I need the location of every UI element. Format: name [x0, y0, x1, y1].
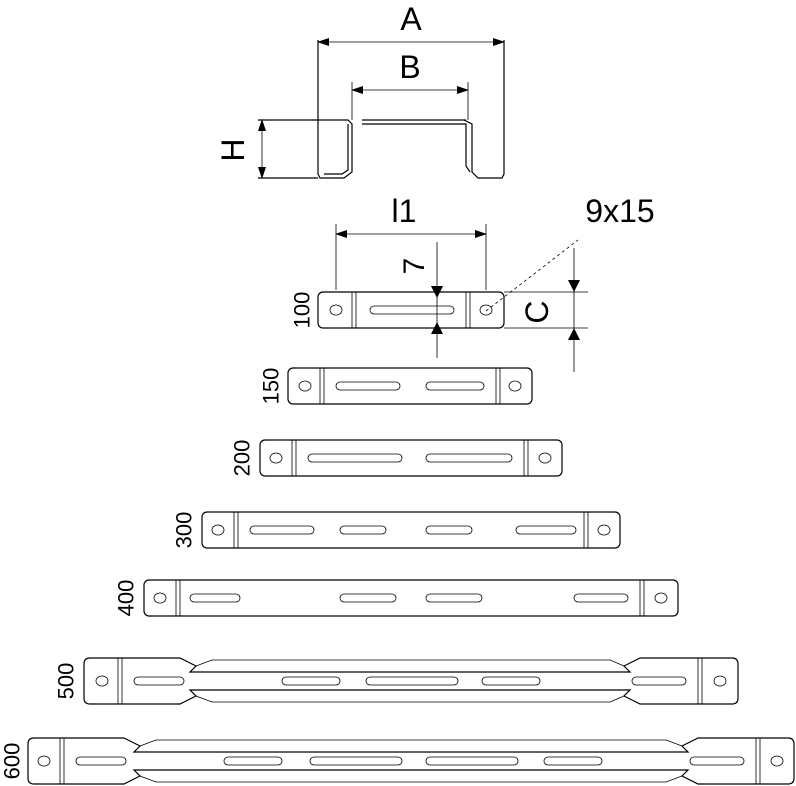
bracket-300: 300: [172, 511, 621, 549]
bracket-body: [27, 737, 795, 785]
mounting-hole: [329, 304, 343, 316]
size-label-600: 600: [0, 743, 25, 780]
bracket-150: 150: [259, 367, 533, 405]
size-label-200: 200: [230, 440, 255, 477]
mounting-hole: [508, 380, 522, 392]
profile-view: A B H: [215, 1, 505, 179]
dimension-h-label: H: [215, 138, 251, 161]
size-label-500: 500: [54, 663, 79, 700]
slot: [189, 593, 241, 603]
mounting-hole: [37, 755, 51, 767]
slot: [543, 756, 603, 766]
size-label-400: 400: [114, 580, 139, 617]
slot: [365, 676, 459, 686]
mounting-hole: [95, 675, 109, 687]
bracket-100: 100: [290, 291, 505, 329]
profile-outline: [258, 40, 505, 179]
slot: [335, 381, 401, 391]
slot: [281, 676, 341, 686]
slot: [515, 525, 577, 535]
bracket-400: 400: [114, 579, 679, 617]
dimension-a-label: A: [400, 1, 422, 37]
mounting-hole: [538, 452, 552, 464]
dimension-7-label: 7: [398, 258, 431, 275]
mounting-hole: [298, 380, 312, 392]
dimension-7-arrows: [431, 286, 443, 334]
bracket-200: 200: [230, 439, 563, 477]
mounting-hole: [713, 675, 727, 687]
bracket-body: [201, 511, 621, 549]
slot: [481, 676, 541, 686]
dimension-c-arrows: [568, 280, 580, 340]
slot: [425, 453, 513, 463]
slot: [425, 525, 473, 535]
slot: [223, 756, 283, 766]
slot: [573, 593, 629, 603]
mounting-hole: [479, 304, 493, 316]
bracket-body: [287, 367, 533, 405]
mounting-hole: [654, 592, 668, 604]
bracket-body: [317, 291, 505, 329]
bracket-body: [143, 579, 679, 617]
mounting-hole: [211, 524, 225, 536]
dimension-c-label: C: [519, 300, 555, 323]
mounting-hole: [597, 524, 611, 536]
slot: [369, 305, 455, 315]
size-label-300: 300: [172, 512, 197, 549]
slot: [309, 756, 403, 766]
slot: [689, 756, 745, 766]
hole-size-label: 9x15: [585, 193, 654, 229]
profile-inner: [258, 119, 471, 179]
mounting-hole: [770, 755, 784, 767]
slot: [75, 756, 127, 766]
slot: [339, 525, 387, 535]
slot: [307, 453, 403, 463]
slot: [425, 381, 485, 391]
bracket-600: 600: [0, 737, 795, 785]
size-label-150: 150: [259, 368, 284, 405]
mounting-hole: [153, 592, 167, 604]
hole-leader-line: [485, 239, 579, 312]
dimension-b-label: B: [399, 49, 420, 85]
slot: [339, 593, 397, 603]
bracket-body: [259, 439, 563, 477]
bracket-500: 500: [54, 657, 739, 705]
dimension-l1-label: l1: [392, 193, 417, 229]
size-label-100: 100: [290, 292, 315, 329]
detail-dimensions: l1 7 9x15 C: [335, 193, 655, 372]
slot: [249, 525, 315, 535]
bracket-body: [83, 657, 739, 705]
slot: [631, 676, 687, 686]
slot: [425, 593, 483, 603]
slot: [133, 676, 185, 686]
mounting-hole: [269, 452, 283, 464]
slot: [425, 756, 519, 766]
